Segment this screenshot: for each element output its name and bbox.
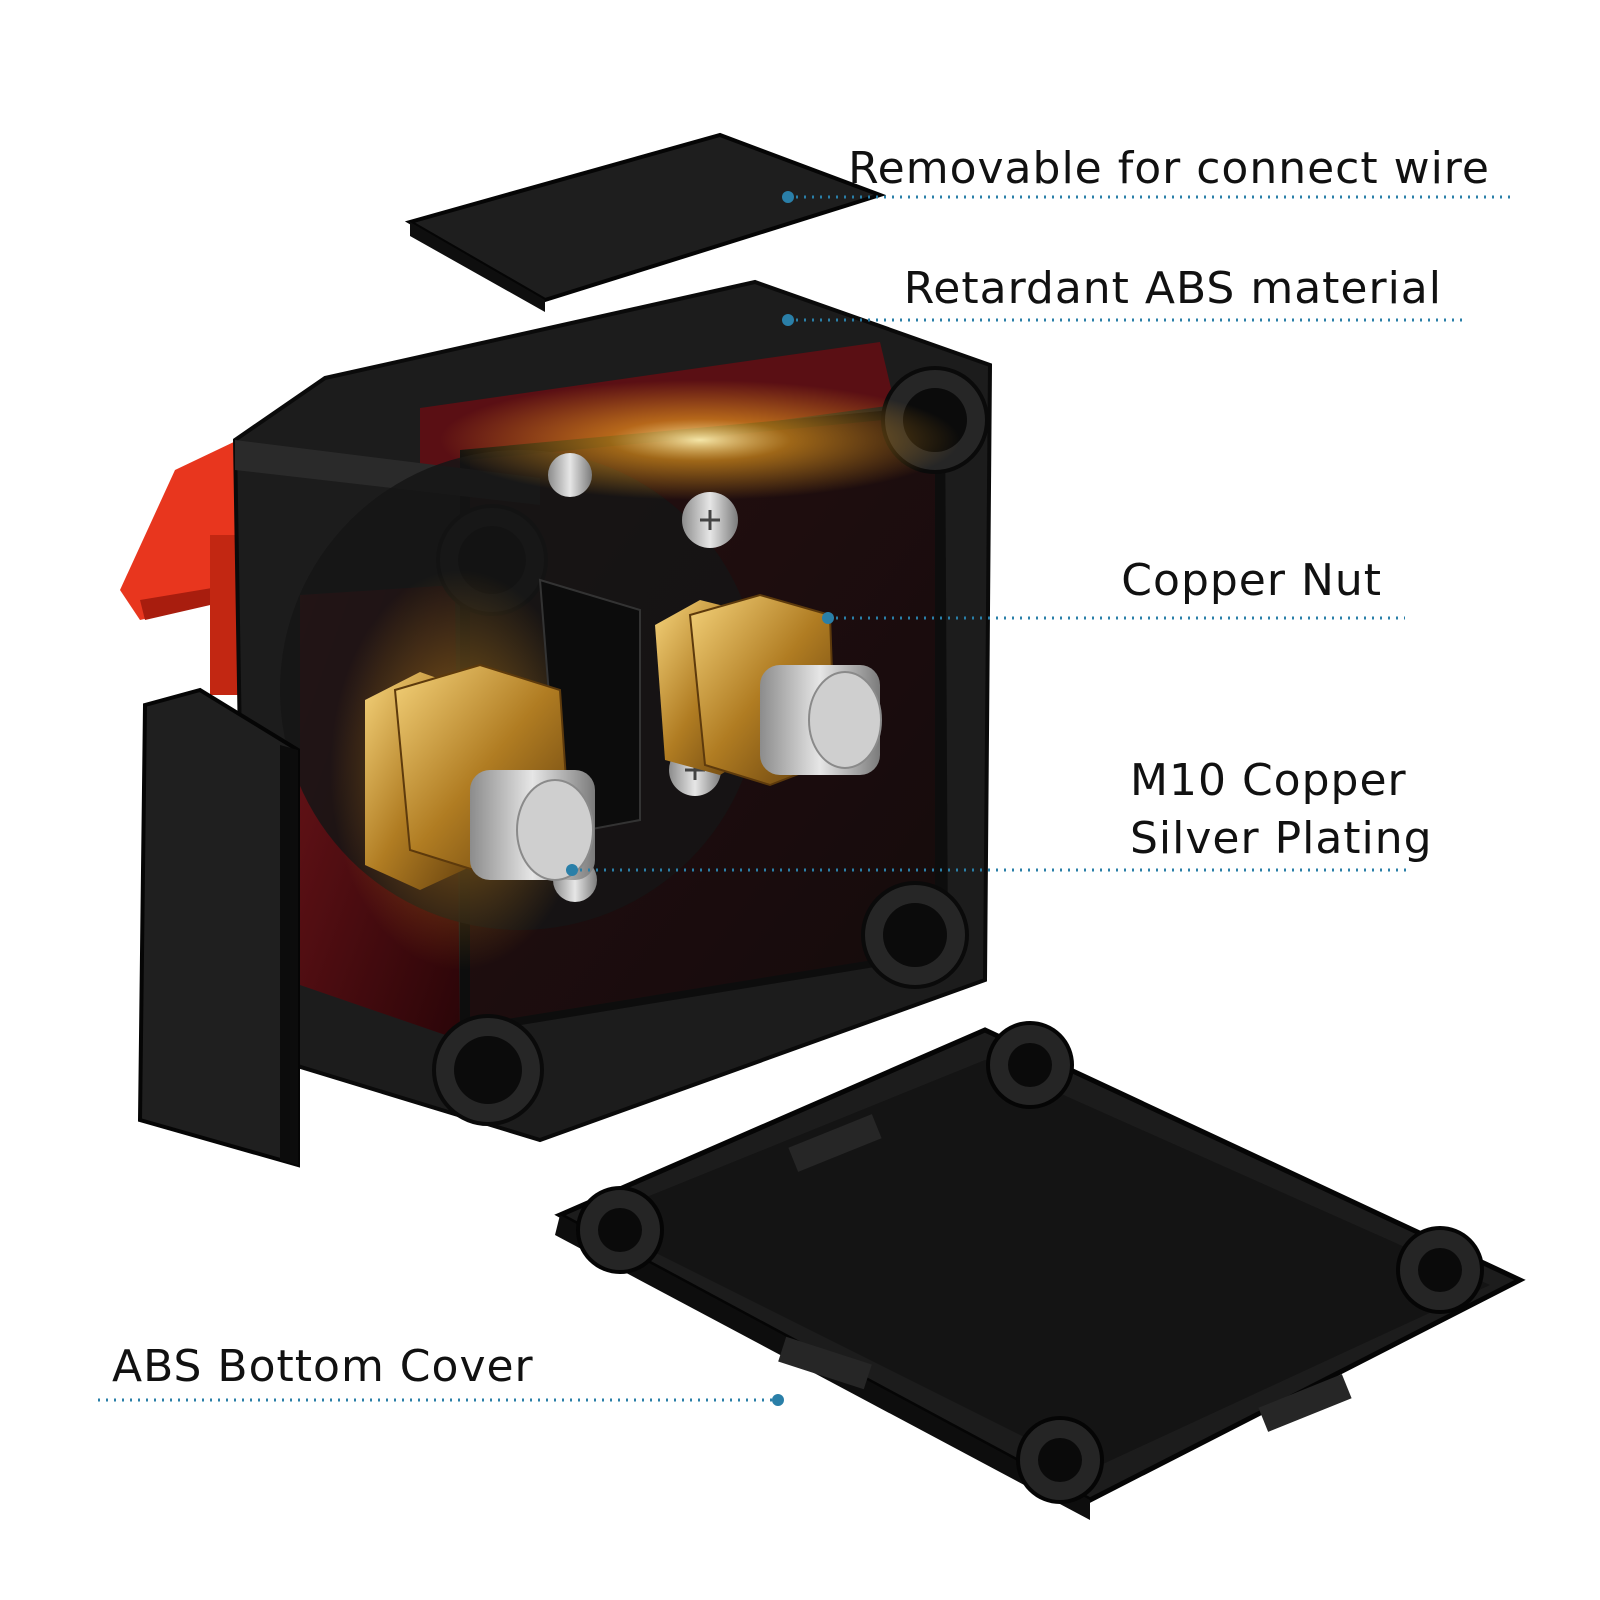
callout-bottom-cover: ABS Bottom Cover [112, 1341, 534, 1392]
switch-knob [120, 440, 250, 695]
callout-removable-cover: Removable for connect wire [848, 143, 1490, 194]
leader-dots [566, 191, 834, 1406]
bottom-cover [554, 1021, 1526, 1520]
callout-m10-line1: M10 Copper [1130, 755, 1407, 806]
callout-abs-material: Retardant ABS material [903, 263, 1442, 314]
light-glow [440, 380, 960, 500]
terminal-left [365, 663, 595, 890]
leader-lines [98, 195, 1515, 1402]
removable-side-cover [137, 687, 300, 1168]
callout-m10-copper: M10 Copper Silver Plating [1130, 752, 1433, 868]
callout-copper-nut: Copper Nut [1121, 555, 1382, 606]
callout-m10-line2: Silver Plating [1130, 813, 1433, 864]
terminal-right [655, 593, 882, 787]
